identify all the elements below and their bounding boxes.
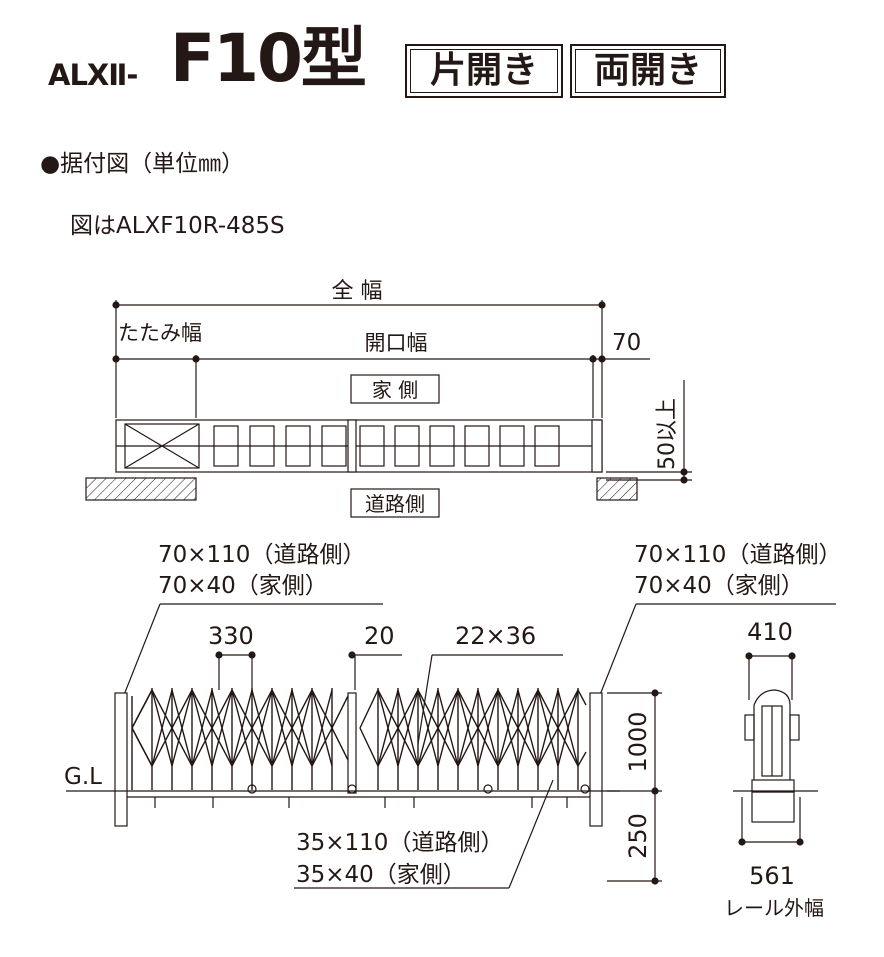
dim-20-label: 20 <box>364 622 395 650</box>
left-post-size-road: 70×110（道路側） <box>158 542 365 568</box>
ground-line-label: G.L <box>64 764 102 790</box>
house-side-label: 家 側 <box>372 378 418 402</box>
badge-double-label: 両開き <box>593 50 702 91</box>
bottom-rail-size-road: 35×110（道路側） <box>296 830 503 856</box>
plan-lattice-units <box>213 425 560 467</box>
section-title: ●据付図（単位㎜） <box>40 151 245 177</box>
badge-single-label: 片開き <box>429 50 538 91</box>
road-side-label: 道路側 <box>365 492 425 516</box>
elevation-lattice <box>131 688 587 790</box>
elevation-view <box>66 603 836 889</box>
height-1000-label: 1000 <box>624 711 652 772</box>
clearance-label: 50以上 <box>655 398 680 470</box>
rail-width-caption: レール外幅 <box>724 896 824 920</box>
right-post-size-house: 70×40（家側） <box>634 573 804 599</box>
dim-70-label: 70 <box>612 330 641 356</box>
badge-double-swing: 両開き <box>570 44 726 98</box>
lattice-size-label: 22×36 <box>455 622 536 650</box>
fold-width-label: たたみ幅 <box>118 321 202 345</box>
model-title: F10型 <box>170 20 367 97</box>
side-top-width-label: 410 <box>747 618 793 646</box>
depth-250-label: 250 <box>624 813 652 859</box>
figure-note: 図はALXF10R-485S <box>70 213 285 239</box>
right-post-size-road: 70×110（道路側） <box>634 542 841 568</box>
rail-width-value: 561 <box>749 862 795 890</box>
plan-view <box>85 300 692 518</box>
bottom-rail-size-house: 35×40（家側） <box>296 862 466 888</box>
title-prefix: ALXⅡ- <box>48 58 138 92</box>
left-post-size-house: 70×40（家側） <box>158 573 328 599</box>
dim-330-label: 330 <box>208 622 254 650</box>
opening-width-label: 開口幅 <box>365 331 428 355</box>
overall-width-label: 全 幅 <box>332 279 383 304</box>
side-view <box>733 652 818 846</box>
badge-single-swing: 片開き <box>405 44 563 98</box>
